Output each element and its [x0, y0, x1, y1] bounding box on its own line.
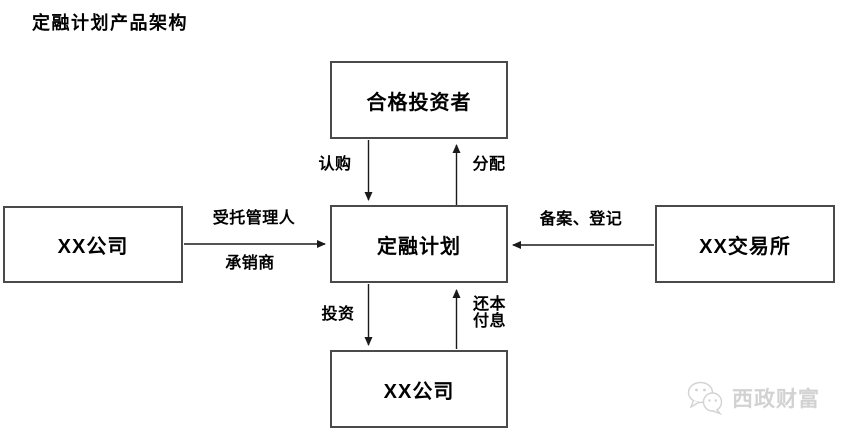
edge-label-underwriter: 承销商 — [225, 255, 275, 272]
edge-label-trustee: 受托管理人 — [212, 210, 296, 227]
node-qualified-investors: 合格投资者 — [330, 61, 508, 139]
edge-label-repay: 还本 付息 — [473, 296, 507, 330]
edge-label-invest: 投资 — [321, 306, 355, 323]
node-exchange: XX交易所 — [655, 205, 835, 283]
edge-label-filing: 备案、登记 — [539, 211, 623, 228]
watermark-text: 西政财富 — [732, 388, 820, 411]
wechat-icon — [687, 381, 723, 415]
page-title: 定融计划产品架构 — [32, 13, 188, 33]
node-label: 合格投资者 — [366, 91, 472, 114]
node-label: XX交易所 — [699, 235, 791, 258]
node-financing-plan: 定融计划 — [330, 205, 508, 283]
node-label: 定融计划 — [377, 235, 461, 258]
edge-label-subscribe: 认购 — [318, 156, 352, 173]
node-label: XX公司 — [57, 236, 129, 258]
node-company-left: XX公司 — [3, 206, 183, 283]
watermark: 西政财富 — [686, 381, 820, 415]
edge-label-distribute: 分配 — [472, 156, 506, 173]
node-label: XX公司 — [383, 380, 455, 403]
node-company-bottom: XX公司 — [330, 350, 508, 428]
